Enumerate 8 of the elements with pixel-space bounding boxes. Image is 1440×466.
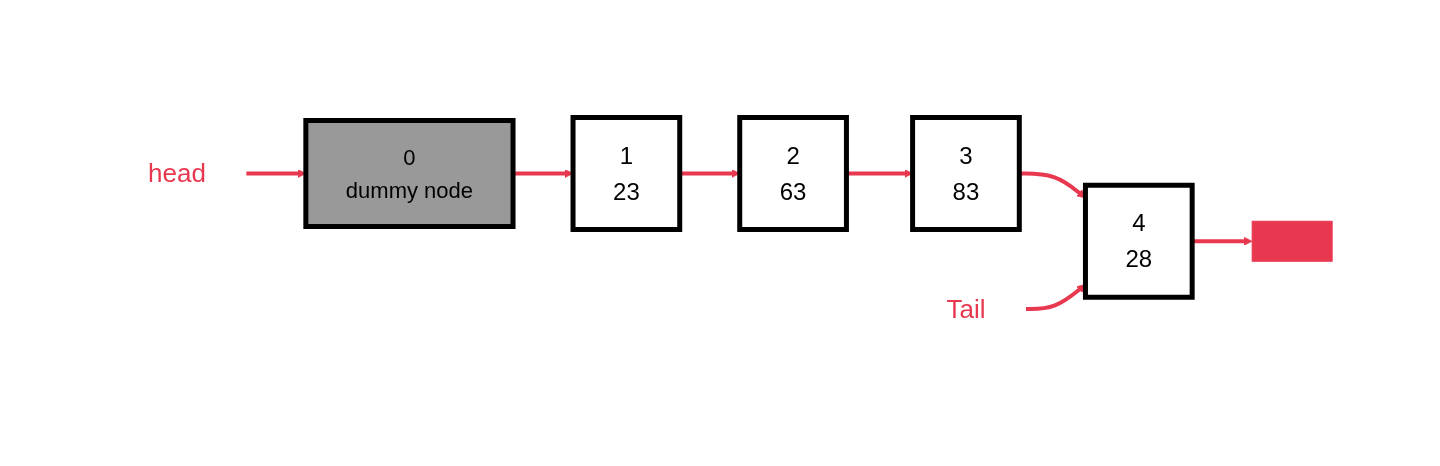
node-box: 4 28 bbox=[1082, 182, 1195, 300]
node-text: head bbox=[147, 158, 206, 188]
node-box: 2 63 bbox=[737, 115, 849, 232]
node-box: 3 83 bbox=[910, 115, 1022, 232]
node-bar bbox=[1251, 220, 1333, 262]
node-box: 1 23 bbox=[570, 115, 683, 232]
node-text: Tail bbox=[946, 293, 986, 324]
node-box: 0 dummy node bbox=[303, 118, 516, 229]
